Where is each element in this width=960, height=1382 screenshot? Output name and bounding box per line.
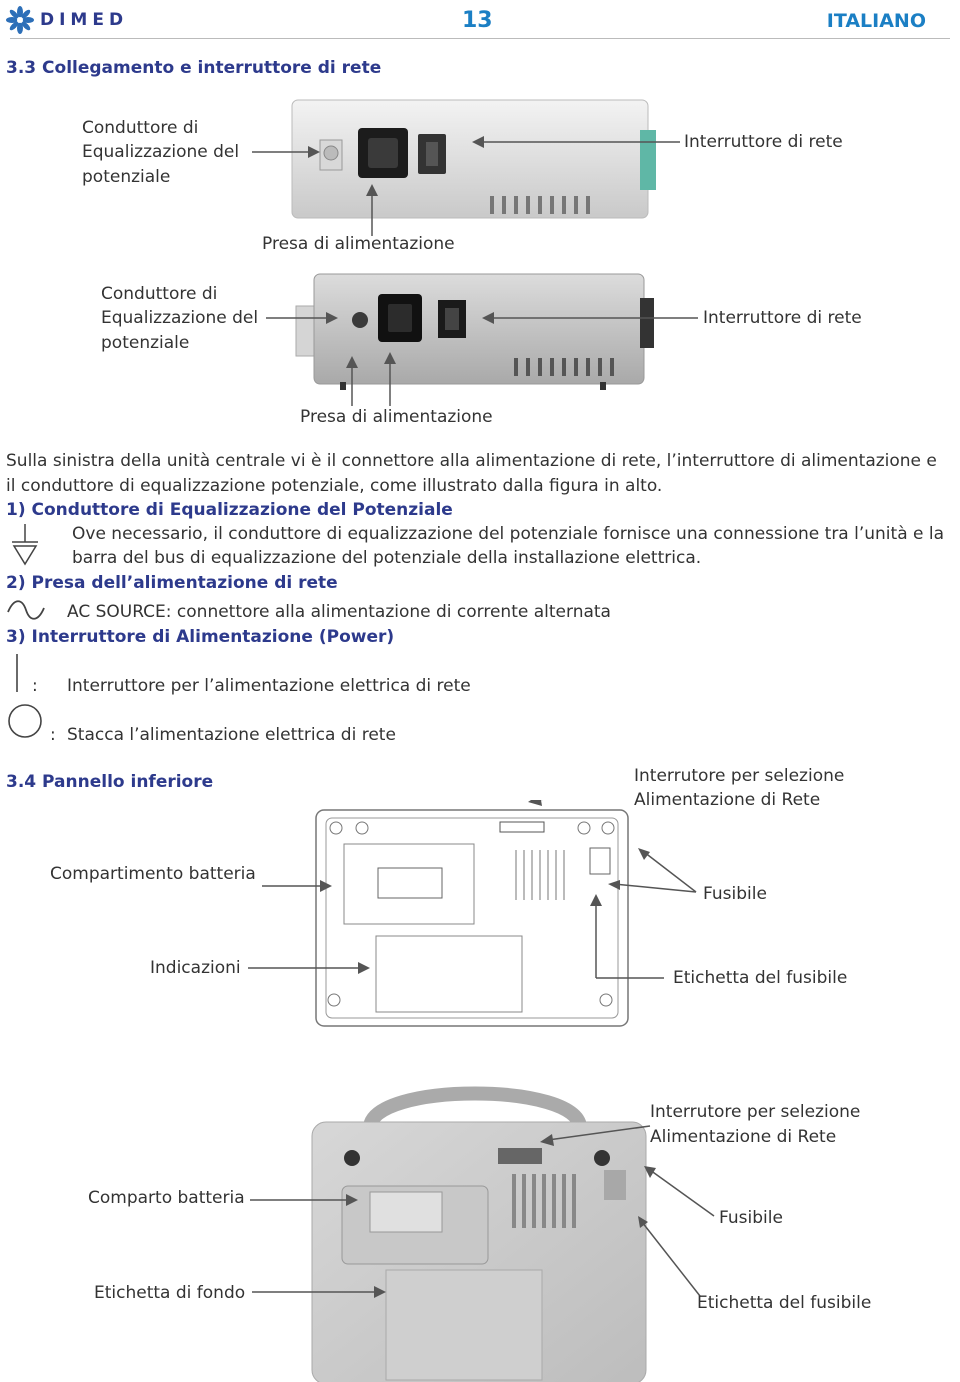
dimed-flower-icon <box>6 6 34 34</box>
figure-side-panel-1 <box>252 99 680 236</box>
on-colon: : <box>32 676 38 696</box>
fig3-battery-label: Compartimento batteria <box>50 864 256 884</box>
logo-text: DIMED <box>40 10 129 30</box>
power-on-bar-icon <box>16 654 18 692</box>
figure-bottom-panel-photo <box>250 1086 715 1382</box>
off-colon: : <box>50 725 56 745</box>
intro-line-2: il conduttore di equalizzazione potenzia… <box>6 476 663 496</box>
item3-title: 3) Interruttore di Alimentazione (Power) <box>6 627 395 647</box>
intro-line-1: Sulla sinistra della unità centrale vi è… <box>6 451 937 471</box>
page-number: 13 <box>462 8 493 33</box>
power-off-circle-icon <box>8 704 42 738</box>
header-divider <box>10 38 950 39</box>
on-text: Interruttore per l’alimentazione elettri… <box>67 676 471 696</box>
fig1-socket-label: Presa di alimentazione <box>262 234 455 254</box>
fig4-bottom-tag-label: Etichetta di fondo <box>94 1283 246 1303</box>
fig4-selector-label-line2: Alimentazione di Rete <box>650 1127 837 1147</box>
fig2-equipotential-label-line3: potenziale <box>101 333 190 353</box>
fig3-fuse-label: Fusibile <box>703 884 767 904</box>
off-text: Stacca l’alimentazione elettrica di rete <box>67 725 396 745</box>
fig2-switch-label: Interruttore di rete <box>703 308 862 328</box>
fig1-switch-label: Interruttore di rete <box>684 132 843 152</box>
fig4-fuse-label: Fusibile <box>719 1208 783 1228</box>
item1-text-line1: Ove necessario, il conduttore di equaliz… <box>72 524 945 544</box>
fig3-selector-label-line1: Interrutore per selezione <box>634 766 845 786</box>
fig3-selector-label-line2: Alimentazione di Rete <box>634 790 821 810</box>
item1-title: 1) Conduttore di Equalizzazione del Pote… <box>6 500 453 520</box>
fig4-selector-label-line1: Interrutore per selezione <box>650 1102 861 1122</box>
fig3-fuse-tag-label: Etichetta del fusibile <box>673 968 848 988</box>
fig4-fuse-tag-label: Etichetta del fusibile <box>697 1293 872 1313</box>
fig3-indications-label: Indicazioni <box>150 958 241 978</box>
figure-side-panel-2 <box>266 273 698 406</box>
logo: DIMED <box>6 6 128 34</box>
fig2-socket-label: Presa di alimentazione <box>300 407 493 427</box>
item2-text: AC SOURCE: connettore alla alimentazione… <box>67 602 611 622</box>
fig1-equipotential-label-line1: Conduttore di <box>82 118 199 138</box>
fig4-battery-label: Comparto batteria <box>88 1188 245 1208</box>
equipotential-ground-icon <box>12 524 38 566</box>
fig1-equipotential-label-line2: Equalizzazione del <box>82 142 240 162</box>
fig1-equipotential-label-line3: potenziale <box>82 167 171 187</box>
ac-sine-icon <box>7 600 45 620</box>
language-label: ITALIANO <box>826 10 926 32</box>
item1-text-line2: barra del bus di equalizzazione del pote… <box>72 548 702 568</box>
section-3-4-title: 3.4 Pannello inferiore <box>6 772 214 792</box>
fig2-equipotential-label-line2: Equalizzazione del <box>101 308 259 328</box>
item2-title: 2) Presa dell’alimentazione di rete <box>6 573 338 593</box>
figure-bottom-panel-drawing <box>248 800 697 1027</box>
fig2-equipotential-label-line1: Conduttore di <box>101 284 218 304</box>
section-3-3-title: 3.3 Collegamento e interruttore di rete <box>6 58 382 78</box>
